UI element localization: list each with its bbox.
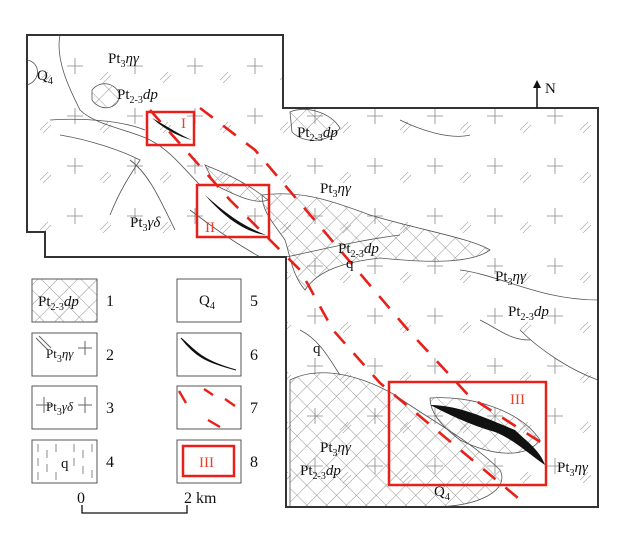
study-area-label-2: II [205,220,215,236]
map-label: Pt2-3dp [300,463,341,482]
legend-item-3: Pt3γδ [46,399,74,418]
legend-item-2: Pt3ηγ [46,346,74,365]
map-label: Pt2-3dp [117,87,158,106]
legend-number: 6 [250,347,258,364]
map-label: Q4 [37,68,53,87]
scale-start: 0 [77,490,85,507]
study-area-box-3[interactable] [387,380,548,487]
map-border [26,34,599,508]
dolerite-porphyrite-areas [91,83,541,507]
legend-number: 7 [250,400,258,417]
map-label: Pt3ηγ [320,440,352,459]
map-label: Pt2-3dp [338,241,379,260]
north-arrow: N [533,80,556,108]
map-label: Pt2-3dp [297,125,338,144]
study-area-box-2[interactable] [195,183,271,239]
legend-number: 1 [106,293,114,310]
scale-end: 2 km [184,490,217,507]
map-label: Pt3ηγ [495,269,527,288]
legend-labels: Pt2-3dp Pt3ηγ Pt3γδ q Q4 III 1 2 3 4 5 6… [38,293,258,472]
legend [31,278,242,484]
map-label: Pt3ηγ [557,460,589,479]
legend-number: 8 [250,454,258,471]
legend-item-4: q [61,456,69,472]
legend-item-5: Q4 [199,293,215,312]
legend-item-1: Pt2-3dp [38,294,79,313]
map-label: q [346,256,354,272]
study-area-box-1[interactable] [145,110,196,147]
study-area-label-1: I [181,116,186,132]
map-labels: Q4 Pt3ηγ Pt2-3dp Pt2-3dp Pt3ηγ Pt3γδ Pt2… [37,51,589,503]
legend-number: 5 [250,293,258,310]
north-label: N [545,81,556,97]
map-label: Pt3ηγ [320,181,352,200]
map-label: Q4 [434,484,450,503]
study-area-label-3: III [510,392,525,408]
legend-number: 2 [106,347,114,364]
map-label: Pt3ηγ [108,51,140,70]
study-area-boxes [145,110,548,487]
map-label: Pt2-3dp [508,304,549,323]
map-label: Pt3γδ [130,215,161,234]
legend-number: 4 [106,454,114,471]
legend-number: 3 [106,400,114,417]
legend-item-8: III [199,455,214,471]
map-label: q [313,341,321,357]
scale-bar: 0 2 km [77,490,217,514]
